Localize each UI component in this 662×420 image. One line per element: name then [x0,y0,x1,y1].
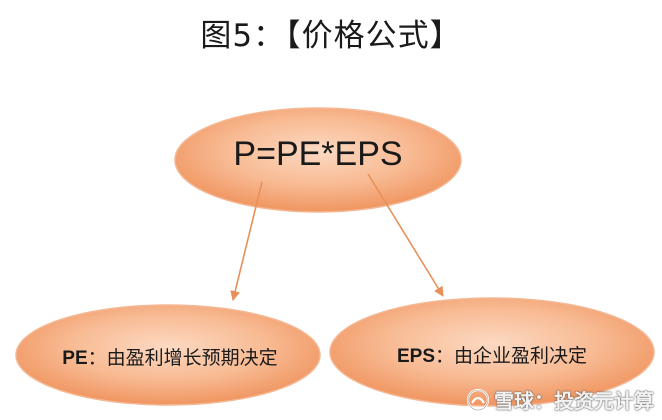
top-node-label: P=PE*EPS [233,135,403,173]
top-node-ellipse [174,107,462,213]
arrow-to-eps [367,173,444,297]
left-node-label: PE：由盈利增长预期决定 [18,343,322,370]
left-node-ellipse [15,304,321,406]
right-node-term: EPS [396,346,435,367]
arrow-to-pe [230,181,263,301]
diagram-title: 图5：【价格公式】 [200,18,462,54]
left-node-description: 由盈利增长预期决定 [106,347,278,369]
right-node-description: 由企业盈利决定 [454,345,588,367]
watermark-text: 雪球：投资元计算 [494,389,654,413]
snowball-watermark: 雪球：投资元计算 [466,385,654,414]
right-node-ellipse [329,297,655,407]
left-node-term: PE [62,348,88,369]
right-node-separator: ： [435,345,455,367]
right-node-label: EPS：由企业盈利决定 [330,341,654,368]
snowball-icon [466,388,490,411]
left-node-separator: ： [87,347,107,369]
